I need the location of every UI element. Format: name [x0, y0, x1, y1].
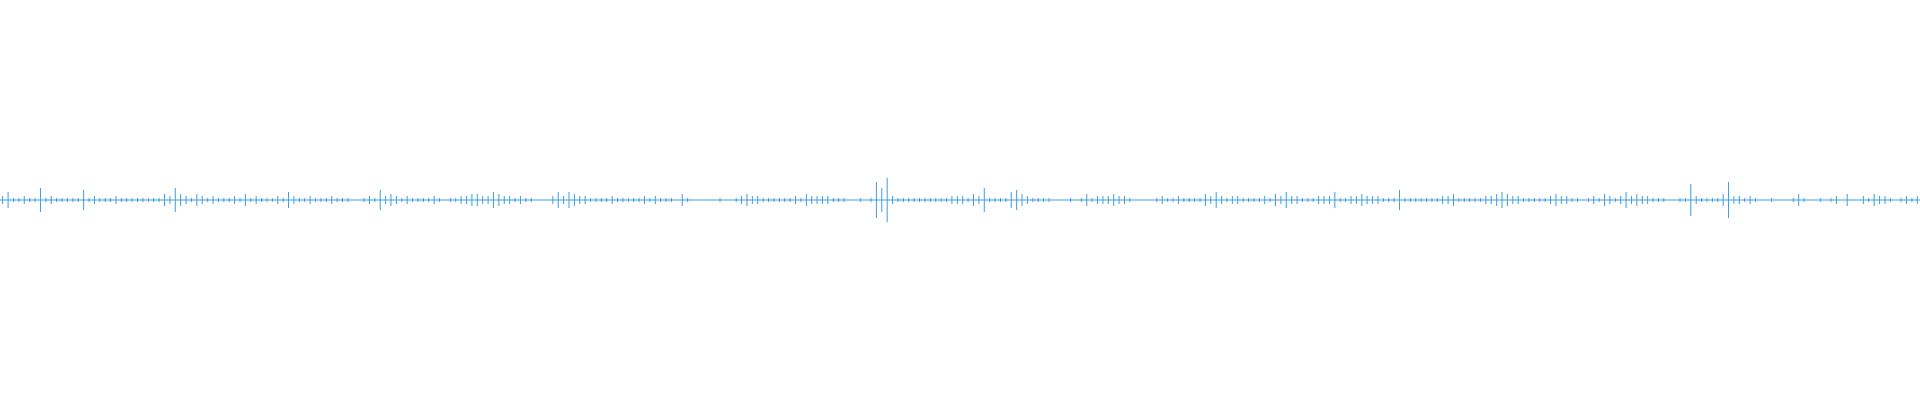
waveform-bars — [2, 178, 1918, 222]
